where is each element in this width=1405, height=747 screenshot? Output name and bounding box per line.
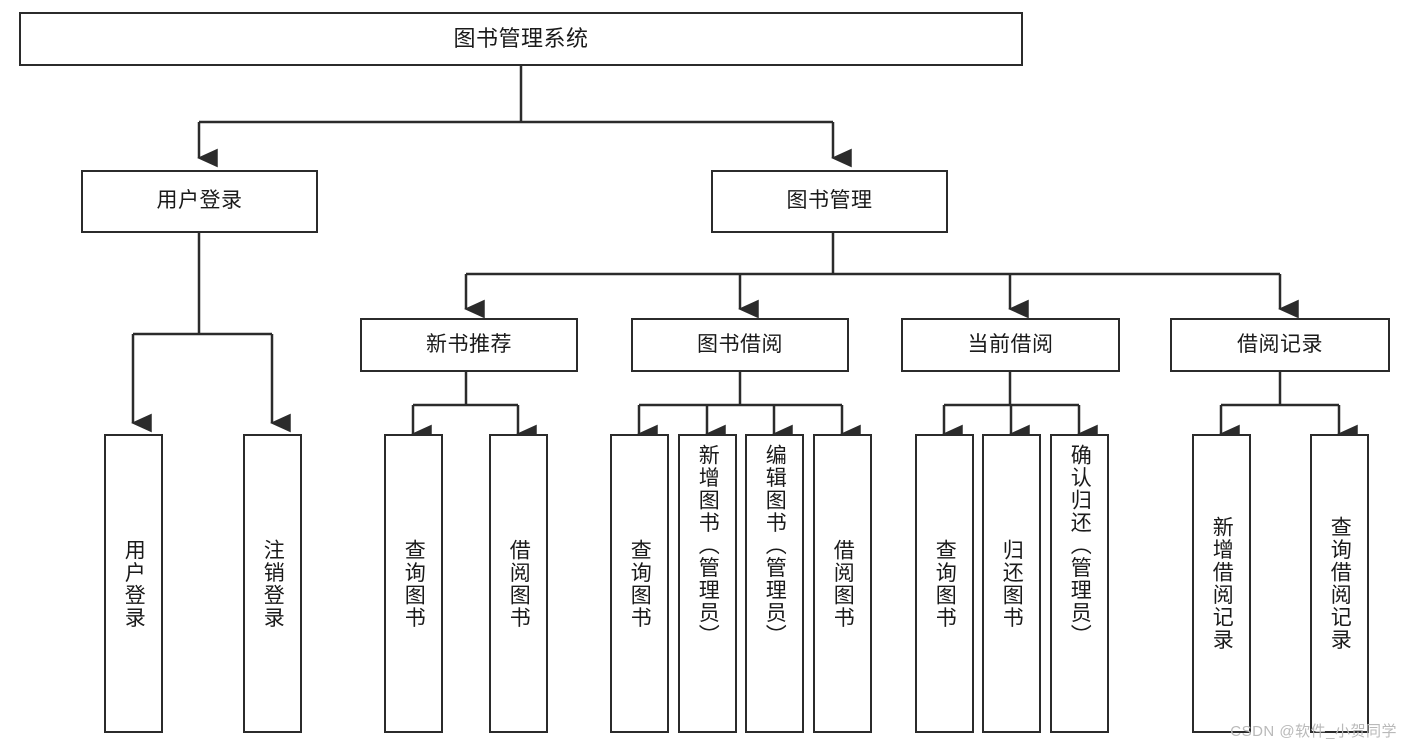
leaf-query-book-2[interactable]: 查询图书: [610, 434, 669, 733]
leaf-query-book-3[interactable]: 查询图书: [915, 434, 974, 733]
leaf-add-book[interactable]: 新增图书（管理员）: [678, 434, 737, 733]
leaf-logout-login-label: 注销登录: [261, 538, 285, 629]
leaf-user-login[interactable]: 用户登录: [104, 434, 163, 733]
leaf-borrow-book-1[interactable]: 借阅图书: [489, 434, 548, 733]
leaf-confirm-return-label: 确认归还（管理员）: [1068, 444, 1092, 647]
node-user-login[interactable]: 用户登录: [81, 170, 318, 233]
leaf-confirm-return[interactable]: 确认归还（管理员）: [1050, 434, 1109, 733]
leaf-return-book-label: 归还图书: [1000, 538, 1024, 629]
leaf-logout-login[interactable]: 注销登录: [243, 434, 302, 733]
leaf-query-book-1-label: 查询图书: [402, 538, 426, 629]
leaf-edit-book[interactable]: 编辑图书（管理员）: [745, 434, 804, 733]
node-book-borrow-label: 图书借阅: [697, 332, 783, 356]
node-current-borrow-label: 当前借阅: [967, 332, 1054, 356]
leaf-query-book-3-label: 查询图书: [933, 538, 957, 629]
node-root-label: 图书管理系统: [453, 26, 589, 52]
node-new-book-recommend-label: 新书推荐: [426, 332, 512, 356]
leaf-borrow-book-1-label: 借阅图书: [507, 538, 531, 629]
node-book-management[interactable]: 图书管理: [711, 170, 948, 233]
leaf-add-record[interactable]: 新增借阅记录: [1192, 434, 1251, 733]
watermark: CSDN @软件_小贺同学: [1230, 723, 1397, 740]
leaf-borrow-book-2-label: 借阅图书: [831, 538, 855, 629]
node-user-login-label: 用户登录: [156, 189, 243, 213]
leaf-user-login-label: 用户登录: [122, 538, 146, 629]
leaf-add-book-label: 新增图书（管理员）: [696, 444, 720, 647]
node-borrow-record-label: 借阅记录: [1237, 332, 1323, 356]
node-current-borrow[interactable]: 当前借阅: [901, 318, 1120, 372]
node-new-book-recommend[interactable]: 新书推荐: [360, 318, 578, 372]
leaf-borrow-book-2[interactable]: 借阅图书: [813, 434, 872, 733]
leaf-query-book-2-label: 查询图书: [628, 538, 652, 629]
leaf-query-book-1[interactable]: 查询图书: [384, 434, 443, 733]
leaf-query-record-label: 查询借阅记录: [1328, 516, 1352, 651]
leaf-add-record-label: 新增借阅记录: [1210, 516, 1234, 651]
leaf-return-book[interactable]: 归还图书: [982, 434, 1041, 733]
leaf-query-record[interactable]: 查询借阅记录: [1310, 434, 1369, 733]
node-book-borrow[interactable]: 图书借阅: [631, 318, 849, 372]
leaf-edit-book-label: 编辑图书（管理员）: [763, 444, 787, 647]
node-book-management-label: 图书管理: [786, 189, 873, 213]
node-root[interactable]: 图书管理系统: [19, 12, 1023, 66]
node-borrow-record[interactable]: 借阅记录: [1170, 318, 1390, 372]
